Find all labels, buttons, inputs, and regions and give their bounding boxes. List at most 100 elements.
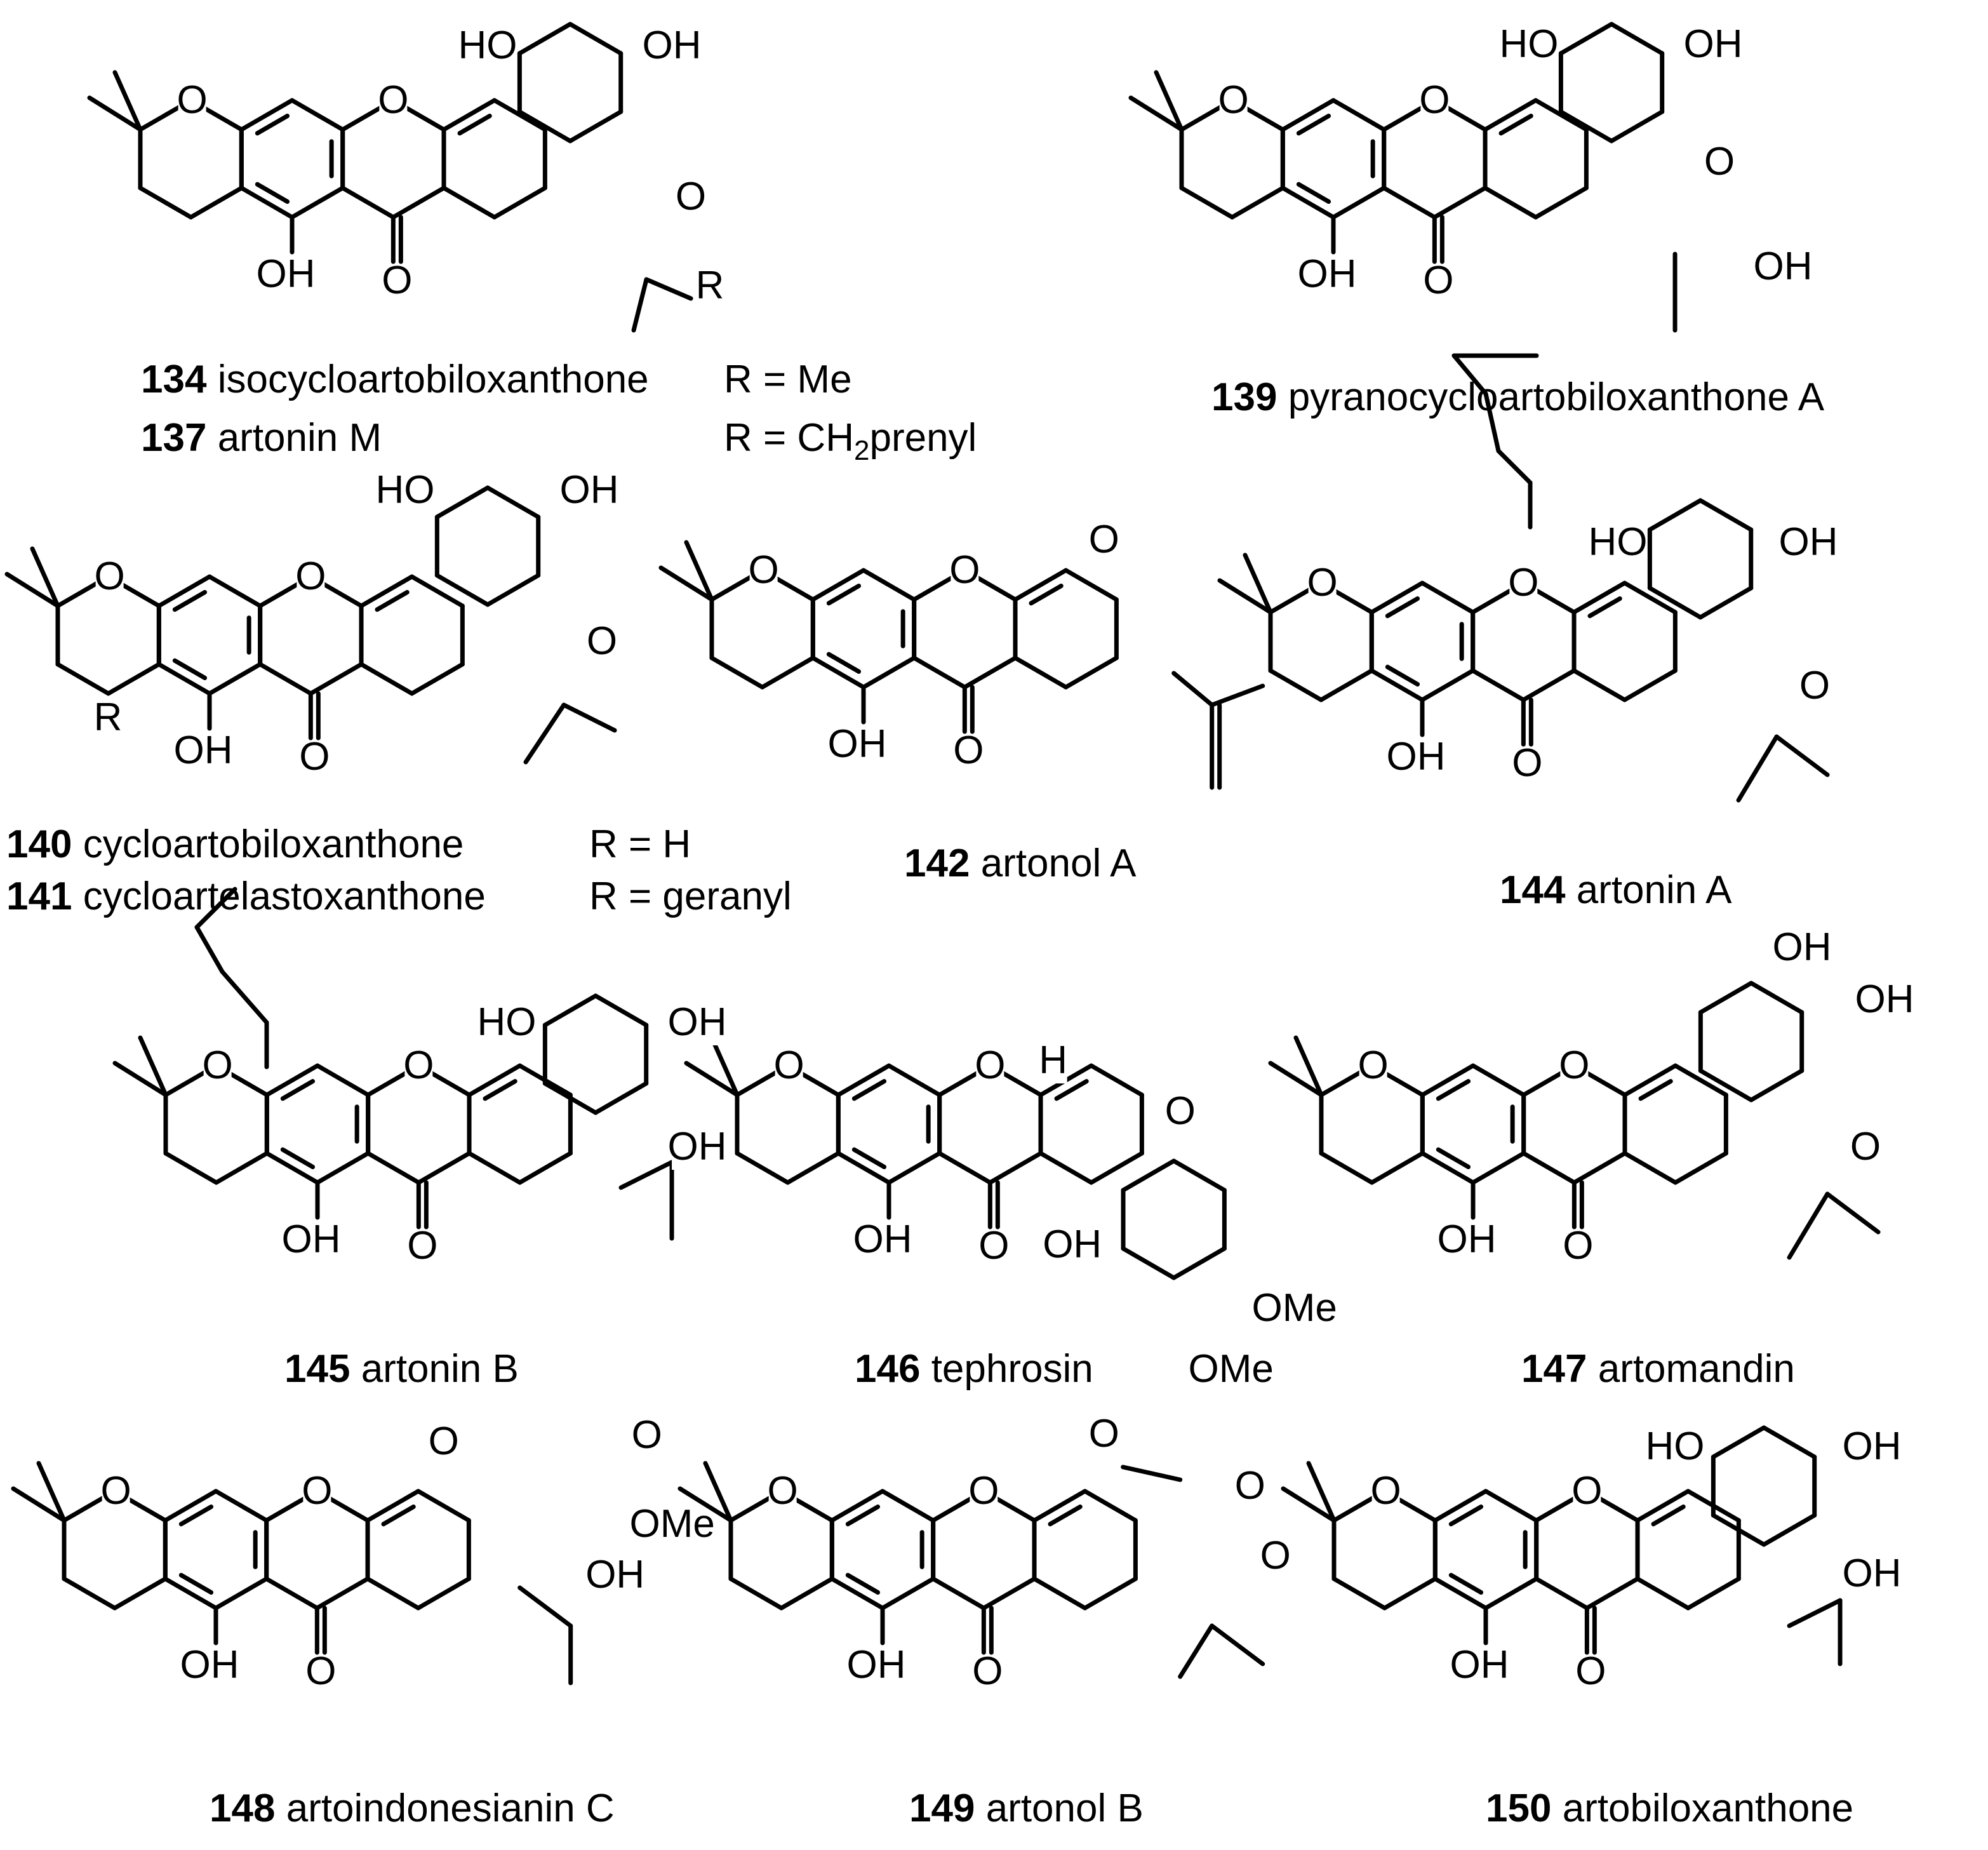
gem-dimethyl-bond — [4, 572, 60, 608]
atom-label-background — [672, 1134, 723, 1170]
atom-label-background — [184, 1652, 235, 1688]
ring-a-bond — [829, 1576, 885, 1611]
atom-label-background — [1424, 268, 1453, 304]
atom-label-background — [1577, 1659, 1605, 1694]
atom-label-background — [1573, 1478, 1601, 1514]
atom-label-background — [1564, 1233, 1592, 1269]
pyranone-ring-bond — [912, 655, 967, 690]
chromene-ring-bond — [709, 655, 765, 690]
ring-a-bond — [1432, 1576, 1488, 1611]
atom-label-background — [1257, 1296, 1331, 1331]
ring-b-bond — [1622, 580, 1678, 615]
double-bond — [1498, 114, 1533, 136]
chromene-ring-bond — [728, 1576, 784, 1611]
atom-label-background — [672, 1010, 723, 1045]
atom-label-background — [1513, 751, 1542, 786]
hydroxyl-label: OH — [1843, 1424, 1902, 1468]
atom-label-background — [632, 1423, 661, 1458]
gem-dimethyl-bond — [1293, 1035, 1324, 1097]
ring-b-bond — [1089, 1063, 1144, 1097]
prenyl-bond — [1496, 448, 1533, 485]
ring-b-bond — [1483, 98, 1538, 132]
aryl-ring-bond — [1761, 1513, 1817, 1547]
double-bond — [1029, 584, 1064, 606]
prenyl-bond — [194, 925, 225, 974]
ring-b-bond — [359, 662, 415, 696]
atom-label-background — [379, 88, 408, 123]
ring-b-bond — [1038, 1151, 1094, 1185]
atom-label-background — [1688, 32, 1739, 67]
double-bond — [483, 1079, 517, 1101]
aryl-ring-bond — [1171, 1158, 1227, 1193]
ring-a-bond — [1331, 98, 1387, 132]
ring-a-bond — [829, 1489, 885, 1523]
gem-dimethyl-bond — [30, 546, 60, 608]
methyl-bond — [1825, 1191, 1881, 1235]
hydroxyl-label: OH — [1773, 925, 1832, 969]
ring-b-bond — [1533, 185, 1589, 220]
chromene-ring-bond — [785, 1151, 841, 1185]
ring-b-bond — [492, 185, 547, 220]
atom-label-background — [775, 1053, 803, 1089]
ring-a-bond — [264, 1151, 320, 1185]
aryl-ring-bond — [1609, 22, 1665, 56]
ring-a-bond — [1420, 668, 1476, 702]
isopropenyl-bond — [517, 1585, 573, 1628]
furan-oxygen: O — [1850, 1125, 1881, 1169]
prenyl-bond — [194, 887, 237, 930]
atom-label-background — [1560, 1053, 1589, 1089]
caption-150: 150 artobiloxanthone — [1486, 1786, 1854, 1830]
ring-b-bond — [1032, 1576, 1088, 1611]
ring-a-bond — [156, 574, 212, 608]
aryl-ring-bond — [517, 22, 573, 56]
atom-label-background — [1758, 254, 1809, 290]
substituent-bond — [644, 277, 693, 301]
atom-label-background — [1302, 262, 1352, 297]
caption-145: 145 artonin B — [284, 1347, 519, 1391]
pyranone-ring-bond — [258, 662, 313, 696]
furan-oxygen: O — [587, 619, 617, 663]
atom-label-background — [1308, 570, 1337, 606]
gem-dimethyl-bond — [1217, 578, 1273, 615]
ring-b-bond — [416, 1489, 471, 1523]
ring-a-bond — [1471, 1151, 1526, 1185]
double-bond — [851, 1079, 887, 1101]
hydroxyl-label: OH — [282, 1217, 341, 1261]
atom-label-background — [260, 262, 311, 297]
atom-label-background — [589, 1562, 641, 1598]
chromene-oxygen: O — [177, 78, 208, 122]
methyl-bond — [1178, 1623, 1215, 1679]
atom-label-background — [1090, 1421, 1118, 1457]
ring-b-bond — [441, 185, 497, 220]
double-bond — [1296, 114, 1331, 136]
caption-141-substituent: R = geranyl — [589, 875, 792, 918]
ring-b-bond — [1083, 1489, 1138, 1523]
ring-b-bond — [1622, 668, 1678, 702]
atom-label-background — [481, 1010, 533, 1045]
pyranone-ring-bond — [962, 655, 1018, 690]
hydroxyl-label: OH — [257, 252, 316, 296]
double-bond — [1048, 1505, 1083, 1527]
hydroxyl-label: OH — [668, 1125, 727, 1169]
aryl-ring-bond — [1558, 109, 1614, 144]
chromene-ring-bond — [112, 1576, 168, 1611]
methyl-bond — [631, 277, 649, 333]
ring-b-bond — [467, 1063, 523, 1097]
ring-a-bond — [836, 1063, 891, 1097]
caption-134: 134 isocycloartobiloxanthone — [141, 358, 649, 401]
pyranone-ring-bond — [416, 1151, 472, 1185]
pyranone-ring-bond — [1382, 185, 1437, 220]
gem-dimethyl-bond — [1154, 70, 1184, 132]
ring-oxygen: O — [403, 1043, 434, 1087]
methyl-bond — [1736, 734, 1779, 803]
chromene-ring-bond — [1268, 668, 1324, 702]
hydroxyl-label: OH — [1043, 1223, 1102, 1266]
aryl-ring-bond — [542, 1081, 598, 1115]
atom-label-background — [857, 1227, 908, 1263]
pyranone-ring-bond — [1584, 1576, 1640, 1611]
aryl-ring-bond — [1698, 981, 1754, 1015]
carbonyl-oxygen: O — [953, 728, 984, 772]
aryl-ring-bond — [485, 485, 541, 519]
double-bond — [381, 1505, 416, 1527]
